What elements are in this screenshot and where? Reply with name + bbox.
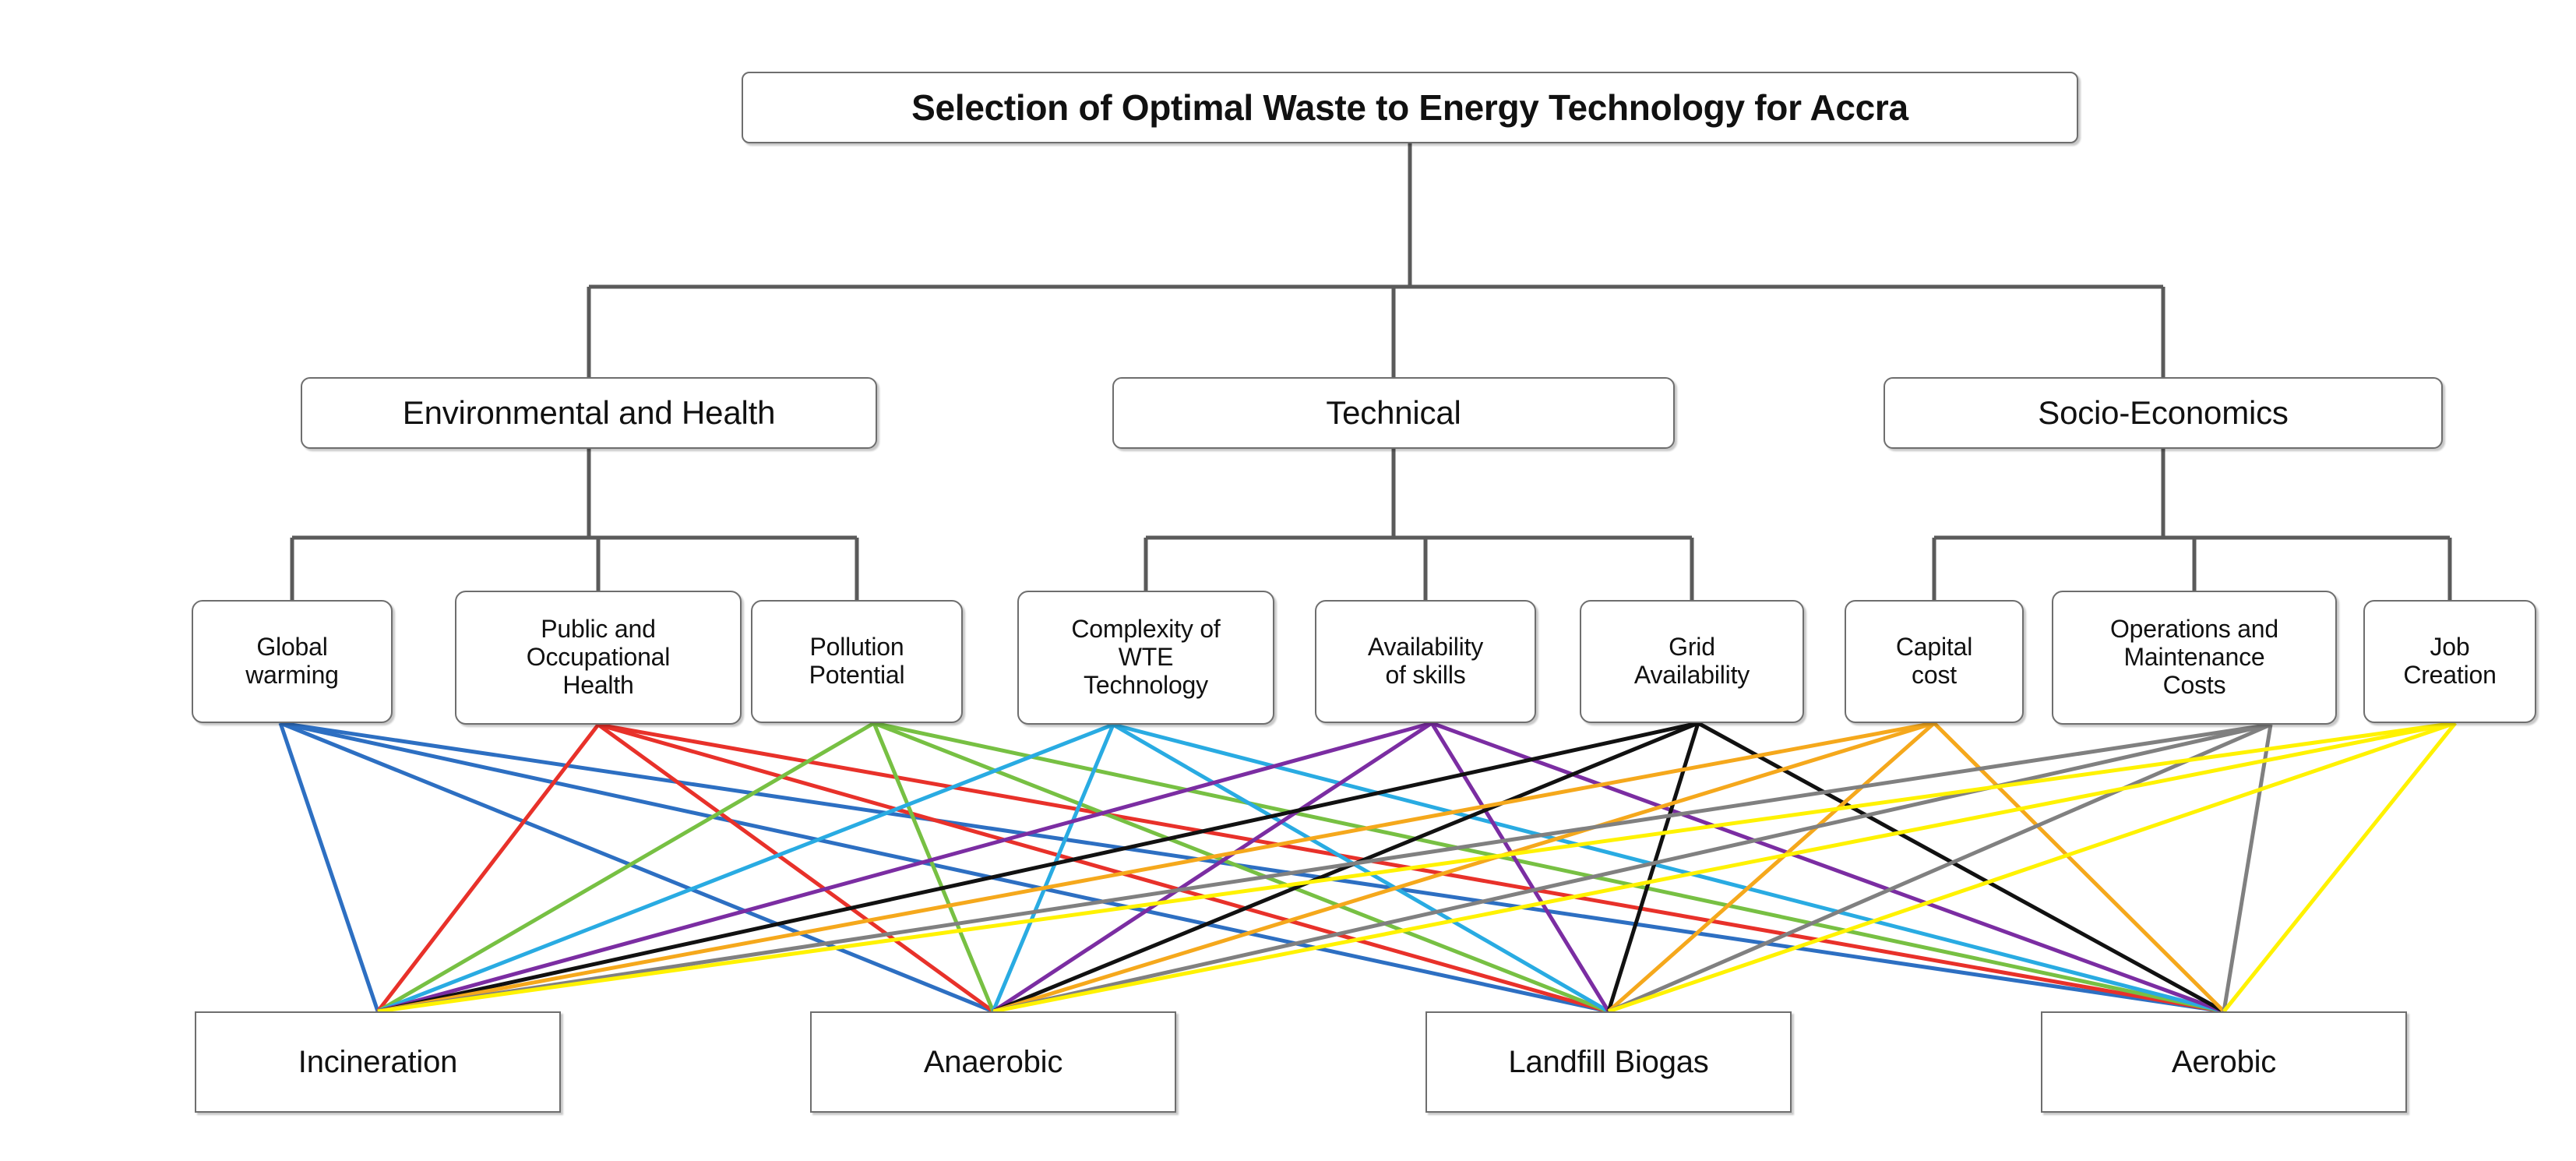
alternative-node-a-anaerobic-label: Anaerobic: [923, 1044, 1063, 1079]
criteria-node-c-socio-label: Socio-Economics: [2038, 394, 2289, 431]
link-s-jobs-to-a-anaerobic: [992, 721, 2456, 1014]
link-s-jobs-to-a-aerobic: [2222, 722, 2457, 1013]
criteria-node-c-tech[interactable]: Technical: [1112, 377, 1675, 449]
alternative-node-a-incineration[interactable]: Incineration: [195, 1011, 561, 1113]
link-s-grid-to-a-anaerobic: [992, 721, 1699, 1014]
criteria-node-c-socio[interactable]: Socio-Economics: [1884, 377, 2443, 449]
link-s-capital-to-a-anaerobic: [992, 721, 1935, 1014]
link-s-complexity-to-a-aerobic: [1112, 722, 2225, 1014]
link-s-global-to-a-aerobic: [280, 721, 2225, 1014]
alternative-node-a-aerobic[interactable]: Aerobic: [2041, 1011, 2407, 1113]
link-s-complexity-to-a-anaerobic: [991, 724, 1115, 1012]
link-s-opex-to-a-landfill: [1608, 722, 2271, 1014]
link-s-pollution-to-a-anaerobic: [872, 722, 996, 1012]
link-s-health-to-a-landfill: [597, 722, 1609, 1014]
link-s-opex-to-a-anaerobic: [992, 722, 2271, 1014]
link-s-capital-to-a-landfill: [1607, 722, 1936, 1013]
criteria-node-c-tech-label: Technical: [1326, 394, 1461, 431]
criteria-node-c-env[interactable]: Environmental and Health: [301, 377, 877, 449]
link-s-grid-to-a-landfill: [1606, 722, 1700, 1012]
link-s-capital-to-a-incineration: [377, 721, 1935, 1014]
goal-node[interactable]: Selection of Optimal Waste to Energy Tec…: [742, 72, 2078, 143]
alternative-node-a-landfill[interactable]: Landfill Biogas: [1425, 1011, 1792, 1113]
link-s-skills-to-a-incineration: [377, 721, 1432, 1014]
link-s-grid-to-a-incineration: [377, 721, 1699, 1014]
criteria-node-c-env-label: Environmental and Health: [402, 394, 776, 431]
alternative-node-a-aerobic-label: Aerobic: [2171, 1044, 2277, 1079]
link-s-skills-to-a-anaerobic: [992, 721, 1433, 1014]
link-s-skills-to-a-aerobic: [1431, 721, 2225, 1014]
alternative-node-a-landfill-label: Landfill Biogas: [1508, 1044, 1709, 1079]
link-s-pollution-to-a-incineration: [376, 721, 876, 1014]
link-s-pollution-to-a-aerobic: [873, 721, 2225, 1014]
goal-node-label: Selection of Optimal Waste to Energy Tec…: [911, 87, 1908, 128]
alternative-node-a-incineration-label: Incineration: [298, 1044, 458, 1079]
link-s-opex-to-a-aerobic: [2222, 724, 2273, 1012]
link-s-global-to-a-anaerobic: [280, 721, 994, 1014]
link-s-global-to-a-incineration: [278, 722, 380, 1012]
link-s-grid-to-a-aerobic: [1697, 721, 2225, 1014]
link-s-opex-to-a-incineration: [377, 722, 2271, 1014]
link-s-global-to-a-landfill: [280, 721, 1609, 1014]
link-s-capital-to-a-aerobic: [1933, 722, 2225, 1013]
link-s-complexity-to-a-landfill: [1112, 722, 1610, 1014]
link-s-jobs-to-a-landfill: [1608, 721, 2456, 1014]
alternative-node-a-anaerobic[interactable]: Anaerobic: [810, 1011, 1176, 1113]
link-s-health-to-a-anaerobic: [597, 722, 995, 1014]
link-s-skills-to-a-landfill: [1429, 722, 1611, 1013]
link-s-health-to-a-incineration: [376, 723, 600, 1013]
link-s-jobs-to-a-incineration: [377, 721, 2456, 1014]
link-s-complexity-to-a-incineration: [377, 722, 1114, 1014]
